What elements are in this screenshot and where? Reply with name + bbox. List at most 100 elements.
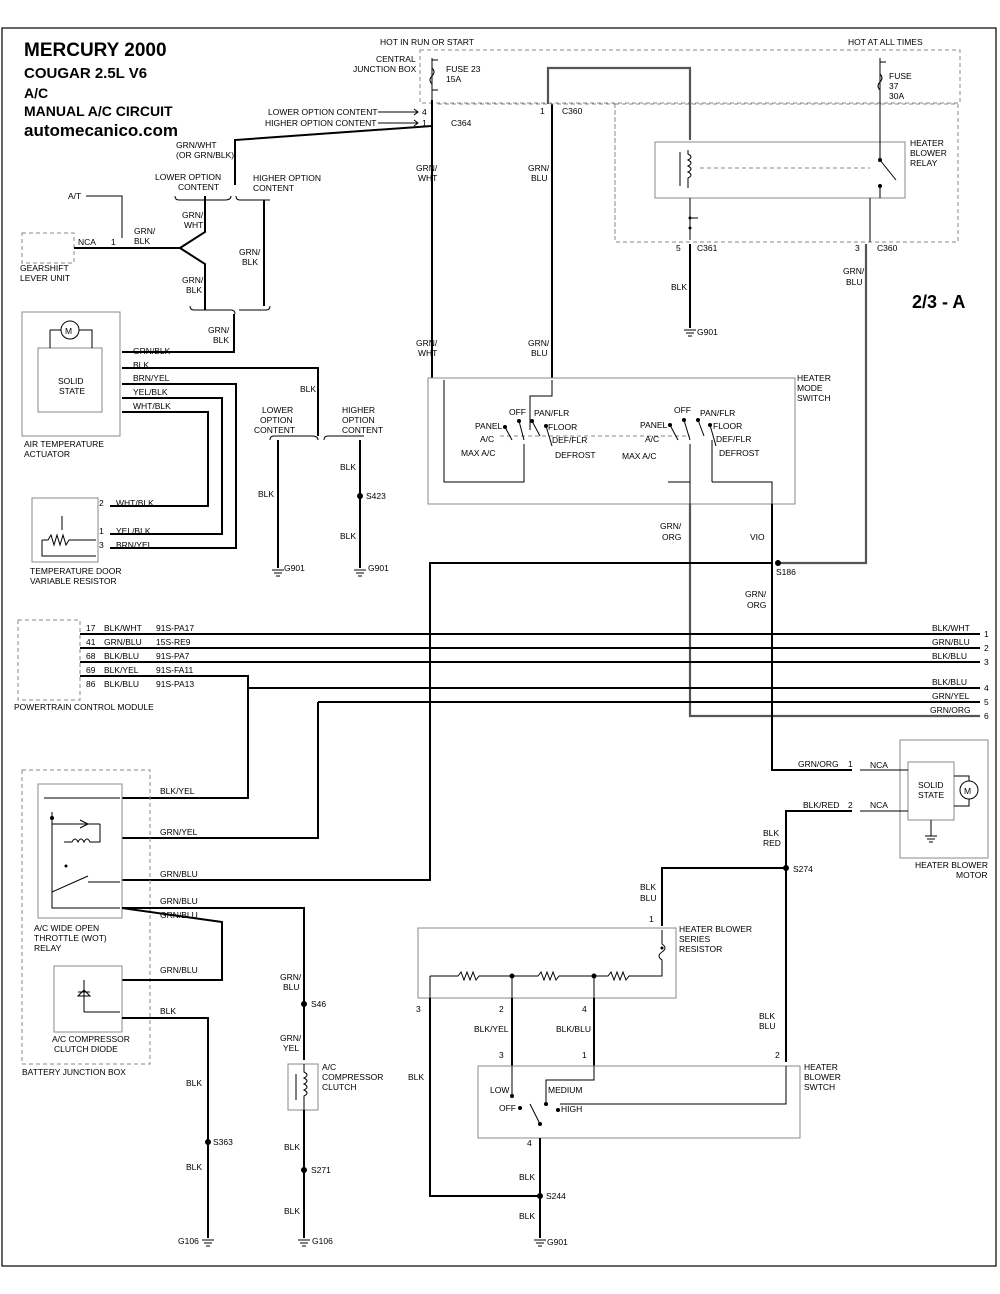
mode-label-1: HEATER [797, 373, 831, 383]
wire-blk-higher2: BLK [340, 531, 356, 541]
title-circuit: MANUAL A/C CIRCUIT [24, 103, 173, 119]
wire-org-1: ORG [662, 532, 681, 542]
resistor-pin3: 3 [416, 1004, 421, 1014]
wire-yel-blk: YEL/BLK [133, 387, 168, 397]
pcm-pin-17: 17 [86, 623, 96, 633]
clutch-label-2: COMPRESSOR [322, 1072, 383, 1082]
pcm-color-68: BLK/BLU [104, 651, 139, 661]
wire-grn-blu-4: GRN/BLU [160, 965, 198, 975]
pcm-circuit-86: 91S-PA13 [156, 679, 194, 689]
heater-mode-switch [427, 377, 796, 505]
mode-defflr-2: DEF/FLR [716, 434, 751, 444]
out6-color: GRN/ORG [930, 705, 971, 715]
out-num-4: 4 [984, 683, 989, 693]
heater-blower-relay [654, 141, 906, 199]
option2-higher-l1: HIGHER [342, 405, 375, 415]
resistor-pin1: 1 [649, 914, 654, 924]
wot-label-2: THROTTLE (WOT) [34, 933, 107, 943]
option-higher-l2: CONTENT [253, 183, 294, 193]
ground-g901-bs: G901 [547, 1237, 568, 1247]
wire-blk-diode: BLK [160, 1006, 176, 1016]
ground-icon-g901-relay [684, 329, 696, 337]
ground-g901-higher: G901 [368, 563, 389, 573]
relay-label-2: BLOWER [910, 148, 947, 158]
splice-s363: S363 [213, 1137, 233, 1147]
out-color-2: GRN/BLU [932, 637, 970, 647]
powertrain-control-module [17, 619, 81, 701]
mode-ac-1: A/C [480, 434, 494, 444]
out6-num: 6 [984, 711, 989, 721]
c360-label-a: C360 [562, 106, 583, 116]
higher-option-content-label: HIGHER OPTION CONTENT [265, 118, 376, 128]
option-higher-l1: HIGHER OPTION [253, 173, 321, 183]
lower-option-content-label: LOWER OPTION CONTENT [268, 107, 378, 117]
c360-label-b: C360 [877, 243, 898, 253]
wire-wht-blk-2: WHT/BLK [116, 498, 154, 508]
wire-grn-org: GRN/ORG [798, 759, 839, 769]
wire-vio: VIO [750, 532, 765, 542]
fuse23-label-2: 15A [446, 74, 461, 84]
wire-blk-relay: BLK [671, 282, 687, 292]
resistor-pin2: 2 [499, 1004, 504, 1014]
splice-s423: S423 [366, 491, 386, 501]
mode-defrost-1: DEFROST [555, 450, 596, 460]
wire-blu-3: BLU [846, 277, 863, 287]
bswitch-pin3: 3 [499, 1050, 504, 1060]
mode-panflr-2: PAN/FLR [700, 408, 735, 418]
wire-yel-blk-2: YEL/BLK [116, 526, 151, 536]
wire-blk-lower: BLK [258, 489, 274, 499]
ground-g901-relay: G901 [697, 327, 718, 337]
out-color-1: BLK/WHT [932, 623, 970, 633]
out-num-1: 1 [984, 629, 989, 639]
title-make-year: MERCURY 2000 [24, 40, 167, 61]
fuse23-icon [429, 67, 435, 85]
wire-nca-2: NCA [870, 760, 888, 770]
resistor-pin4: 4 [582, 1004, 587, 1014]
wire-wht-3: WHT [184, 220, 203, 230]
splice-s244: S244 [546, 1191, 566, 1201]
wire-brn-yel: BRN/YEL [133, 373, 170, 383]
pcm-circuit-69: 91S-FA11 [156, 665, 193, 675]
hot-all-times-label: HOT AT ALL TIMES [848, 37, 923, 47]
mode-panel-2: PANEL [640, 420, 668, 430]
bswitch-high: HIGH [561, 1104, 582, 1114]
wire-grn-slash-4: GRN/ [528, 338, 550, 348]
wire-blk-bs: BLK [519, 1172, 535, 1182]
cjb-label-1: CENTRAL [376, 54, 416, 64]
temperature-door-resistor [31, 497, 99, 563]
option2-higher-l3: CONTENT [342, 425, 383, 435]
c360-pin1: 1 [540, 106, 545, 116]
wire-blk-slash-2: BLK [640, 882, 656, 892]
ground-g106-b: G106 [312, 1236, 333, 1246]
ground-g106-a: G106 [178, 1236, 199, 1246]
wire-blk-yel: BLK/YEL [160, 786, 195, 796]
pcm-circuit-41: 15S-RE9 [156, 637, 191, 647]
mode-defflr-1: DEF/FLR [552, 435, 587, 445]
pcm-color-86: BLK/BLU [104, 679, 139, 689]
out-num-5: 5 [984, 697, 989, 707]
wire-blu-4: BLU [640, 893, 657, 903]
ground-g901-lower: G901 [284, 563, 305, 573]
blower-motor-m: M [964, 786, 971, 796]
pcm-label: POWERTRAIN CONTROL MODULE [14, 702, 154, 712]
bswitch-low: LOW [490, 1085, 509, 1095]
wire-blk-act2: BLK [300, 384, 316, 394]
mode-label-2: MODE [797, 383, 823, 393]
wire-yel: YEL [283, 1043, 299, 1053]
air-temp-label-2: ACTUATOR [24, 449, 70, 459]
c364-label: C364 [451, 118, 472, 128]
wire-blk-blu-res: BLK/BLU [556, 1024, 591, 1034]
pcm-pin-86: 86 [86, 679, 96, 689]
wire-at: A/T [68, 191, 81, 201]
relay-label-3: RELAY [910, 158, 938, 168]
thermal-fuse-icon [640, 930, 666, 977]
wire-blk-slash-1: BLK [763, 828, 779, 838]
wot-label-3: RELAY [34, 943, 62, 953]
wire-blk-gs4: BLK [213, 335, 229, 345]
wire-grn-slash-12: GRN/ [745, 589, 767, 599]
wire-grnwht-or-1: GRN/WHT [176, 140, 217, 150]
mode-maxac-1: MAX A/C [461, 448, 495, 458]
wire-blk-diode2: BLK [186, 1078, 202, 1088]
